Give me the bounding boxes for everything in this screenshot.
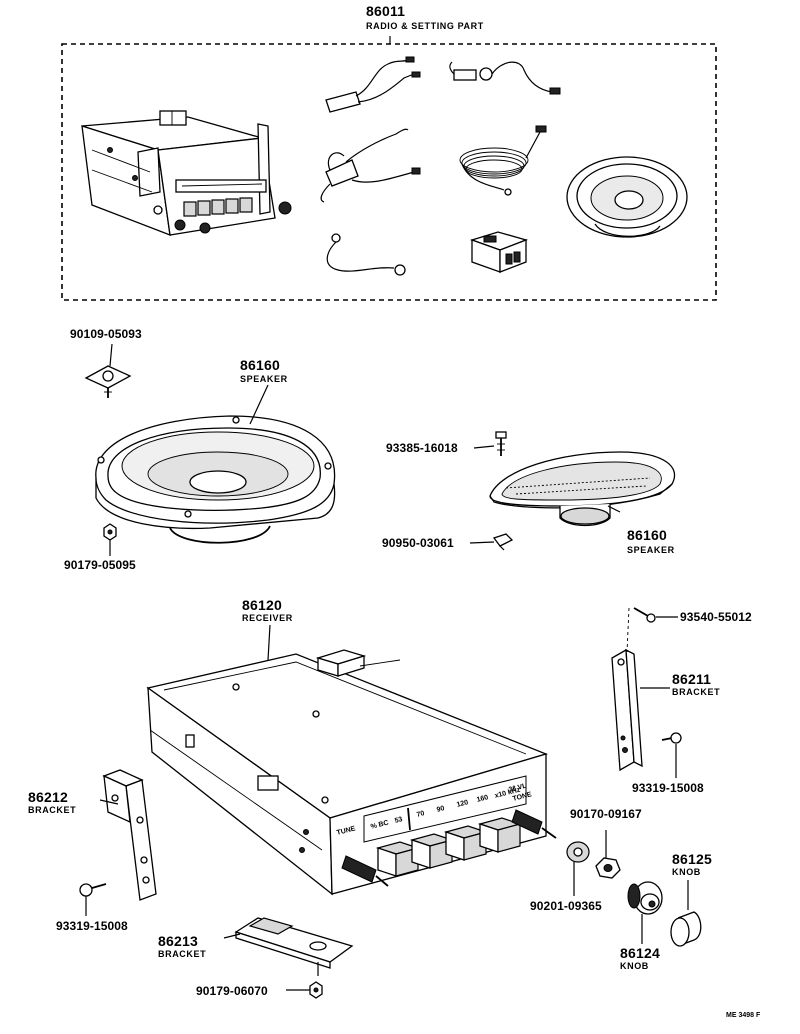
part-number-90109-05093: 90109-05093 xyxy=(70,327,142,341)
set-speaker-illustration xyxy=(566,156,688,238)
part-number-90179-05095: 90179-05095 xyxy=(64,558,136,572)
bracket-86212-illustration xyxy=(102,769,157,901)
knob-86124-illustration xyxy=(627,881,663,915)
part-number-93540-55012: 93540-55012 xyxy=(680,610,752,624)
part-number-90170-09167: 90170-09167 xyxy=(570,807,642,821)
speaker-right-part-name: SPEAKER xyxy=(627,545,675,555)
part-number-93319-15008-right: 93319-15008 xyxy=(632,781,704,795)
clip-nut-illustration xyxy=(84,365,132,398)
screw-93540-55012-illustration xyxy=(633,607,656,623)
nut-90179-06070-illustration xyxy=(309,981,323,999)
part-number-93385-16018: 93385-16018 xyxy=(386,441,458,455)
part-number-90950-03061: 90950-03061 xyxy=(382,536,454,550)
washer-90201-09365-illustration xyxy=(566,841,590,863)
catalog-reference: ME 3498 F xyxy=(726,1012,761,1019)
knob-86125-part-number: 86125 xyxy=(672,851,712,867)
screw-93385-16018-illustration xyxy=(495,431,507,456)
speaker-left-part-name: SPEAKER xyxy=(240,374,288,384)
set-receiver-illustration xyxy=(81,110,292,237)
receiver-part-number: 86120 xyxy=(242,597,282,613)
part-number-90201-09365: 90201-09365 xyxy=(530,899,602,913)
set-part-number: 86011 xyxy=(366,3,406,19)
set-connector-block xyxy=(469,231,529,273)
knob-86124-part-number: 86124 xyxy=(620,945,660,961)
part-number-93319-15008-left: 93319-15008 xyxy=(56,919,128,933)
set-wire-harness-1 xyxy=(325,56,421,113)
bracket-86212-part-name: BRACKET xyxy=(28,805,77,815)
radio-setting-part-box xyxy=(61,36,717,301)
bracket-86212-part-number: 86212 xyxy=(28,789,68,805)
receiver-part-name: RECEIVER xyxy=(242,613,293,623)
bracket-86211-part-name: BRACKET xyxy=(672,687,721,697)
set-part-name: RADIO & SETTING PART xyxy=(366,21,484,31)
bracket-86211-part-number: 86211 xyxy=(672,671,712,687)
nut-90170-09167-illustration xyxy=(595,857,621,879)
screw-93319-15008-left-illustration xyxy=(79,883,107,897)
set-antenna-cable xyxy=(459,125,547,196)
receiver-illustration xyxy=(146,649,557,896)
speaker-right-illustration xyxy=(489,451,676,527)
part-number-90179-06070: 90179-06070 xyxy=(196,984,268,998)
clip-90950-03061-illustration xyxy=(492,533,514,551)
set-wire-harness-3 xyxy=(320,128,421,203)
bracket-86213-part-name: BRACKET xyxy=(158,949,207,959)
knob-86124-part-name: KNOB xyxy=(620,961,649,971)
bracket-86213-illustration xyxy=(234,917,354,976)
bracket-86211-illustration xyxy=(611,648,643,772)
speaker-left-part-number: 86160 xyxy=(240,357,280,373)
screw-93319-15008-right-illustration xyxy=(661,732,682,744)
speaker-left-illustration xyxy=(95,415,336,544)
knob-86125-illustration xyxy=(670,911,702,947)
set-ground-wire xyxy=(326,233,406,276)
speaker-right-part-number: 86160 xyxy=(627,527,667,543)
knob-86125-part-name: KNOB xyxy=(672,867,701,877)
nut-90179-05095-illustration xyxy=(103,523,117,541)
bracket-86213-part-number: 86213 xyxy=(158,933,198,949)
set-wire-harness-2 xyxy=(449,61,561,95)
